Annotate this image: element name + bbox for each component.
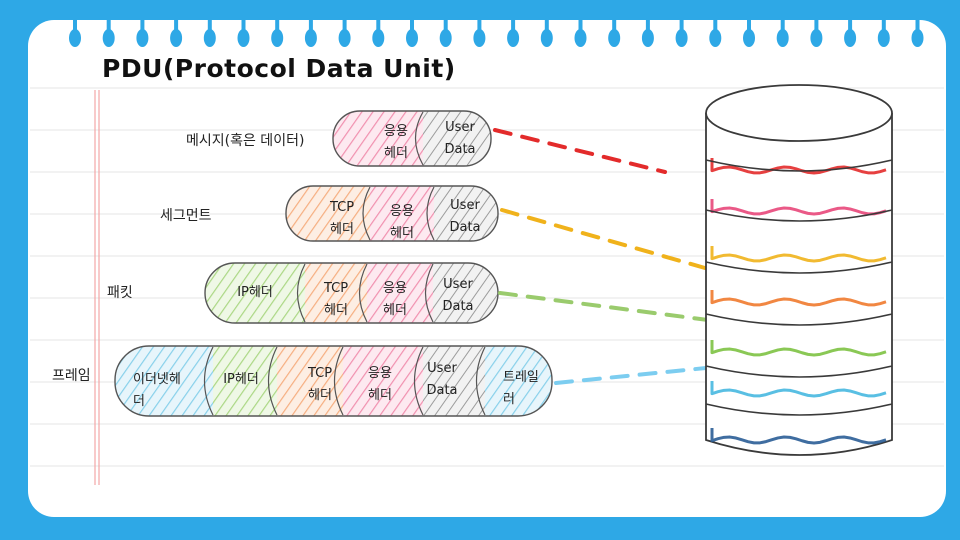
binding-stem xyxy=(848,18,853,32)
layer-label-message: 메시지(혹은 데이터) xyxy=(186,133,305,149)
packet-ip-header: IP헤더 xyxy=(237,285,273,300)
binding-stem xyxy=(544,18,549,32)
binding-stem xyxy=(679,18,684,32)
frame-ip-header: IP헤더 xyxy=(223,372,259,387)
connector-segment xyxy=(500,208,707,270)
binding-hole xyxy=(776,29,789,47)
binding-hole xyxy=(473,29,486,47)
binding-hole xyxy=(675,29,688,47)
binding-hole xyxy=(844,29,857,47)
binding-stem xyxy=(241,18,246,32)
binding-holes xyxy=(69,18,924,47)
cylinder-band-application xyxy=(710,158,887,175)
binding-hole xyxy=(304,29,317,47)
binding-stem xyxy=(814,18,819,32)
binding-hole xyxy=(709,29,722,47)
binding-hole xyxy=(203,29,216,47)
cylinder-band-physical xyxy=(710,428,887,445)
binding-stem xyxy=(376,18,381,32)
binding-stem xyxy=(308,18,313,32)
layer-label-segment: 세그먼트 xyxy=(160,208,212,224)
connector-message xyxy=(493,128,667,174)
layer-cylinder xyxy=(705,84,893,456)
layer-label-packet: 패킷 xyxy=(107,285,133,301)
binding-hole xyxy=(877,29,890,47)
binding-hole xyxy=(69,29,81,47)
cylinder-band-transport xyxy=(710,290,887,307)
binding-stem xyxy=(511,18,516,32)
binding-hole xyxy=(136,29,149,47)
binding-stem xyxy=(780,18,785,32)
cylinder-band-session xyxy=(710,246,887,263)
cylinder-band-network xyxy=(710,340,887,357)
layer-label-frame: 프레임 xyxy=(52,368,91,384)
binding-stem xyxy=(106,18,111,32)
binding-hole xyxy=(507,29,520,47)
binding-stem xyxy=(174,18,179,32)
connector-packet xyxy=(498,291,710,322)
binding-hole xyxy=(102,29,115,47)
frame-capsule xyxy=(114,345,553,417)
binding-stem xyxy=(410,18,414,32)
binding-hole xyxy=(271,29,284,47)
binding-hole xyxy=(439,29,452,47)
binding-hole xyxy=(237,29,250,47)
binding-stem xyxy=(612,18,617,32)
binding-stem xyxy=(140,18,145,32)
binding-hole xyxy=(743,29,755,47)
binding-stem xyxy=(713,18,718,32)
binding-stem xyxy=(477,18,482,32)
binding-stem xyxy=(881,18,886,32)
binding-hole xyxy=(641,29,654,47)
binding-stem xyxy=(915,18,920,32)
packet-capsule xyxy=(204,262,499,324)
binding-stem xyxy=(73,18,77,32)
binding-hole xyxy=(911,29,924,47)
margin-lines xyxy=(94,90,100,485)
binding-hole xyxy=(338,29,351,47)
page-title: PDU(Protocol Data Unit) xyxy=(102,54,456,83)
binding-hole xyxy=(170,29,183,47)
segment-capsule xyxy=(285,185,499,242)
binding-hole xyxy=(608,29,621,47)
binding-hole xyxy=(406,29,418,47)
binding-stem xyxy=(578,18,583,32)
binding-hole xyxy=(372,29,385,47)
binding-hole xyxy=(574,29,587,47)
connector-lines xyxy=(493,128,710,385)
binding-stem xyxy=(747,18,751,32)
binding-stem xyxy=(645,18,650,32)
binding-stem xyxy=(275,18,280,32)
binding-hole xyxy=(540,29,553,47)
binding-stem xyxy=(207,18,212,32)
binding-stem xyxy=(443,18,448,32)
cylinder-band-datalink xyxy=(710,381,887,398)
message-capsule xyxy=(332,110,492,167)
binding-stem xyxy=(342,18,347,32)
cylinder-band-presentation xyxy=(710,199,887,216)
binding-hole xyxy=(810,29,823,47)
connector-frame xyxy=(554,366,708,385)
